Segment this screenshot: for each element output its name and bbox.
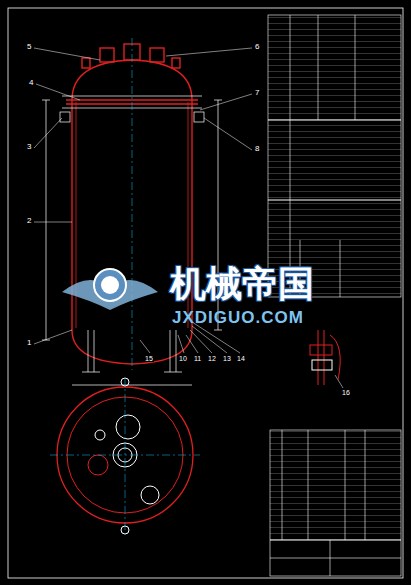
callout-number: 3 [26, 143, 32, 151]
callout-number: 16 [341, 389, 351, 396]
callout-number: 10 [178, 355, 188, 362]
callout-number: 8 [254, 145, 260, 153]
callout-number: 4 [28, 79, 34, 87]
callout-number: 2 [26, 217, 32, 225]
callout-number: 7 [254, 89, 260, 97]
callout-number: 6 [254, 43, 260, 51]
callout-number: 5 [26, 43, 32, 51]
callout-number: 14 [236, 355, 246, 362]
callout-number: 1 [26, 339, 32, 347]
callout-number: 11 [193, 355, 202, 362]
callout-number: 12 [207, 355, 217, 362]
watermark-title: 机械帝国 [170, 266, 314, 302]
callout-number: 13 [222, 355, 232, 362]
watermark-url: JXDIGUO.COM [172, 309, 304, 326]
callout-number: 15 [144, 355, 154, 362]
